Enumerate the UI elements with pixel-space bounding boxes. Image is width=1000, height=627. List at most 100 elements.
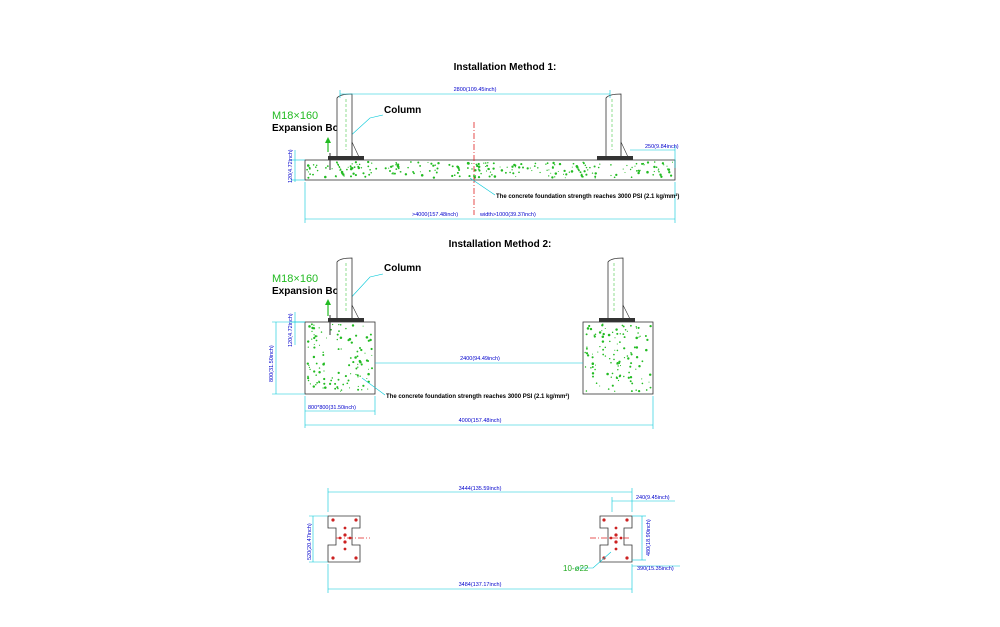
concrete-speckle-dot xyxy=(315,166,317,168)
method1-length-text: >4000(157.48inch) xyxy=(412,212,458,218)
concrete-speckle-dot xyxy=(337,164,340,167)
concrete-speckle-dot xyxy=(570,170,574,173)
plan-top-text: 3444(135.59inch) xyxy=(459,486,502,492)
method1-width-text: width>1000(39.37inch) xyxy=(479,212,536,218)
method1-bolt-label: Expansion Bolt xyxy=(272,123,345,134)
concrete-speckle-dot xyxy=(489,171,492,173)
concrete-speckle-dot xyxy=(646,170,649,174)
method1-note-leader xyxy=(469,177,496,196)
concrete-speckle-dot xyxy=(611,331,614,334)
concrete-speckle-dot xyxy=(492,167,495,170)
method1-note: The concrete foundation strength reaches… xyxy=(496,193,679,200)
concrete-speckle-dot xyxy=(347,166,349,168)
method1-length-dimension: >4000(157.48inch) width>1000(39.37inch) xyxy=(304,182,676,223)
concrete-speckle-dot xyxy=(586,346,588,348)
concrete-speckle-dot xyxy=(412,170,415,173)
concrete-speckle-dot xyxy=(627,357,630,360)
concrete-speckle-dot xyxy=(618,375,621,378)
method1-bolt-arrow xyxy=(325,137,331,152)
concrete-speckle-dot xyxy=(617,379,620,382)
concrete-speckle-dot xyxy=(355,334,358,337)
concrete-speckle-dot xyxy=(430,162,433,165)
concrete-speckle-dot xyxy=(307,171,309,173)
concrete-speckle-dot xyxy=(584,351,586,354)
concrete-speckle-dot xyxy=(637,389,641,393)
concrete-speckle-dot xyxy=(318,344,321,346)
concrete-speckle-dot xyxy=(369,338,372,342)
concrete-speckle-dot xyxy=(344,375,347,378)
method2-right-block-speckle xyxy=(584,323,652,393)
concrete-speckle-dot xyxy=(404,173,408,176)
concrete-speckle-dot xyxy=(356,164,358,166)
concrete-speckle-dot xyxy=(350,341,353,344)
concrete-speckle-dot xyxy=(477,168,480,170)
concrete-speckle-dot xyxy=(358,346,362,350)
concrete-speckle-dot xyxy=(511,165,514,168)
concrete-speckle-dot xyxy=(504,171,507,174)
concrete-speckle-dot xyxy=(487,168,490,171)
concrete-speckle-dot xyxy=(557,170,559,173)
concrete-speckle-dot xyxy=(568,171,571,173)
concrete-speckle-dot xyxy=(499,166,501,168)
concrete-speckle-dot xyxy=(554,172,558,175)
concrete-speckle-dot xyxy=(370,347,373,351)
method2-height-text: 800(31.50inch) xyxy=(269,345,275,382)
concrete-speckle-dot xyxy=(325,337,328,339)
concrete-speckle-dot xyxy=(456,171,459,174)
concrete-speckle-dot xyxy=(350,166,352,168)
method1-bolt-size: M18×160 xyxy=(272,110,318,122)
concrete-speckle-dot xyxy=(619,341,621,343)
concrete-speckle-dot xyxy=(637,326,640,329)
concrete-speckle-dot xyxy=(391,173,393,175)
concrete-speckle-dot xyxy=(630,362,633,365)
concrete-speckle-dot xyxy=(526,167,529,170)
concrete-speckle-dot xyxy=(369,333,372,336)
concrete-speckle-dot xyxy=(614,390,616,392)
concrete-speckle-dot xyxy=(548,175,550,177)
concrete-speckle-dot xyxy=(616,343,618,345)
concrete-speckle-dot xyxy=(397,165,400,169)
concrete-speckle-dot xyxy=(357,388,360,391)
concrete-speckle-dot xyxy=(349,357,352,359)
concrete-speckle-dot xyxy=(616,363,618,365)
concrete-speckle-dot xyxy=(591,366,594,368)
concrete-speckle-dot xyxy=(627,376,630,379)
concrete-speckle-dot xyxy=(346,382,349,385)
concrete-speckle-dot xyxy=(451,174,454,178)
concrete-speckle-dot xyxy=(635,336,638,340)
concrete-speckle-dot xyxy=(343,175,345,177)
method1-concrete-slab xyxy=(304,159,676,181)
concrete-speckle-dot xyxy=(419,164,422,167)
concrete-speckle-dot xyxy=(331,377,334,379)
concrete-speckle-dot xyxy=(601,340,605,343)
concrete-speckle-dot xyxy=(622,325,625,328)
concrete-speckle-dot xyxy=(339,336,343,339)
concrete-speckle-dot xyxy=(368,173,371,176)
method2-column-leader xyxy=(346,273,384,303)
concrete-speckle-dot xyxy=(340,390,342,392)
concrete-speckle-dot xyxy=(397,163,400,166)
concrete-speckle-dot xyxy=(593,165,596,168)
method1-right-column xyxy=(597,93,633,160)
concrete-speckle-dot xyxy=(358,163,361,166)
concrete-speckle-dot xyxy=(593,334,595,336)
concrete-speckle-dot xyxy=(307,164,310,167)
concrete-speckle-dot xyxy=(324,386,327,389)
concrete-speckle-dot xyxy=(599,385,601,387)
concrete-speckle-dot xyxy=(531,170,533,172)
method2-total-dimension: 4000(157.48inch) xyxy=(305,396,654,429)
concrete-speckle-dot xyxy=(613,353,615,356)
concrete-speckle-dot xyxy=(629,380,632,383)
concrete-speckle-dot xyxy=(592,375,594,378)
concrete-speckle-dot xyxy=(629,376,633,379)
concrete-speckle-dot xyxy=(539,171,541,174)
concrete-speckle-dot xyxy=(335,176,337,178)
concrete-speckle-dot xyxy=(307,176,310,179)
concrete-speckle-dot xyxy=(518,166,521,169)
concrete-speckle-dot xyxy=(476,164,479,168)
concrete-speckle-dot xyxy=(653,170,655,173)
method2-left-block xyxy=(304,321,376,395)
concrete-speckle-dot xyxy=(315,164,318,167)
concrete-speckle-dot xyxy=(448,163,451,166)
concrete-speckle-dot xyxy=(623,375,625,378)
